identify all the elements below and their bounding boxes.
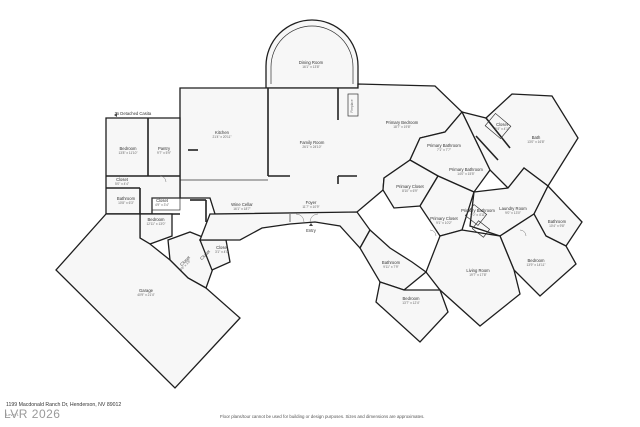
room-label: Bedroom	[528, 258, 546, 263]
room-dims: 7'1" x 7'7"	[437, 148, 451, 152]
room-label: Closet	[216, 245, 229, 250]
room-dims: 21'4" x 20'11"	[212, 135, 231, 139]
room-dims: 5'4" x 4'1"	[495, 127, 509, 131]
room-dims: 13'0" x 16'8"	[527, 140, 544, 144]
room-label: Bathroom	[548, 219, 567, 224]
room-dims: 9'7" x 5'9"	[157, 151, 171, 155]
room-label: Closet	[156, 198, 169, 203]
room-label: Primary Closet	[430, 216, 458, 221]
room-dims: 10'4" x 9'8"	[549, 224, 565, 228]
room-label: Dining Room	[299, 60, 324, 65]
entry-label: Entry	[306, 228, 317, 233]
casita-label: To Detached Casita	[115, 111, 152, 116]
room-label: Primary Bathroom	[461, 208, 495, 213]
room-label: Kitchen	[215, 130, 230, 135]
room-label: Closet	[496, 122, 509, 127]
room-dims: 11'7" x 10'9"	[302, 205, 319, 209]
room-label: Primary Bathroom	[449, 167, 483, 172]
right-wing	[359, 93, 583, 343]
room-label: Laundry Room	[499, 206, 527, 211]
room-dims: 6'0" x 4'11"	[470, 213, 485, 217]
room-dims: 10'8" x 6'3"	[118, 201, 134, 205]
room-label: Bathroom	[117, 196, 136, 201]
room-dims: 13'7" x 12'4"	[402, 301, 419, 305]
room-label: Primary Closet	[396, 184, 424, 189]
room-dims: 14'0" x 15'5"	[457, 172, 474, 176]
door-swings	[159, 175, 527, 237]
room-label: Bath	[532, 135, 541, 140]
room-label: Living Room	[466, 268, 490, 273]
room-label: Wine Cellar	[231, 202, 253, 207]
entry-arrow-icon	[309, 223, 313, 226]
left-bedroom-wing	[105, 117, 181, 215]
watermark: LVR 2026	[4, 407, 61, 421]
room-dims: 18'7" x 19'8"	[393, 125, 410, 129]
room-label: Closet	[116, 177, 129, 182]
room-label: Bathroom	[382, 260, 401, 265]
room-label: Pantry	[158, 146, 171, 151]
sheet-label: Level 1	[6, 412, 19, 417]
room-label: Bedroom	[148, 217, 166, 222]
fireplace-label: Fireplace	[350, 99, 354, 112]
room-dims: 5'0" x 4'4"	[115, 182, 129, 186]
room-dims: 12'11" x 13'0"	[146, 222, 165, 226]
room-dims: 13'8" x 11'10"	[118, 151, 137, 155]
room-label: Primary Bathroom	[427, 143, 461, 148]
room-dims: 16'1" x 18'7"	[233, 207, 250, 211]
lower-left-rooms	[139, 199, 231, 289]
room-label: Garage	[139, 288, 154, 293]
room-dims: 9'0" x 13'0"	[505, 211, 521, 215]
room-dims: 8'10" x 6'9"	[402, 189, 418, 193]
disclaimer-text: Floor plans/tour cannot be used for buil…	[220, 414, 425, 419]
casita-arrow-icon	[114, 113, 117, 117]
room-label: Family Room	[300, 140, 325, 145]
room-dims: 4'9" x 3'4"	[155, 203, 169, 207]
room-dims: 3'1" x 4'0"	[215, 250, 229, 254]
room-label: Bedroom	[403, 296, 421, 301]
garage	[55, 213, 241, 389]
room-label: Foyer	[306, 200, 317, 205]
room-dims: 19'7" x 17'8"	[469, 273, 486, 277]
property-address: 1199 Macdonald Ranch Dr, Henderson, NV 8…	[6, 402, 122, 408]
room-dims: 13'9" x 14'11"	[526, 263, 545, 267]
room-dims: 16'1" x 13'8"	[302, 65, 319, 69]
room-label: Bedroom	[120, 146, 138, 151]
room-dims: 9'11" x 7'9"	[383, 265, 398, 269]
room-dims: 9'1" x 10'2"	[436, 221, 452, 225]
room-label: Primary Bedroom	[386, 120, 419, 125]
room-dims: 26'1" x 24'10"	[302, 145, 321, 149]
room-dims: 40'9" x 21'4"	[137, 293, 154, 297]
dining-room-area	[265, 19, 359, 89]
